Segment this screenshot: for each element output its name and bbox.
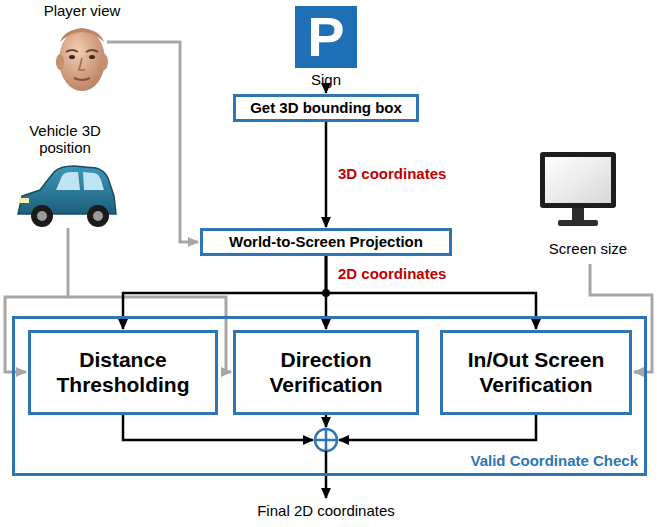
sign-label: Sign (273, 70, 379, 90)
parking-sign: PSign (293, 6, 359, 92)
connector-arrow (325, 92, 328, 93)
process-box: In/Out Screen Verification (440, 330, 632, 415)
input-wire (107, 42, 198, 242)
connector-arrow (325, 122, 328, 227)
process-box: Direction Verification (233, 330, 419, 415)
head-icon (56, 28, 108, 91)
figure-label: Screen size (528, 240, 648, 257)
group-box: Valid Coordinate Check Distance Threshold… (12, 316, 647, 476)
figure-label: Final 2D coordinates (216, 502, 436, 519)
sign-letter: P (295, 6, 357, 68)
monitor-icon (540, 152, 616, 226)
car-icon (18, 166, 116, 227)
process-box: Distance Thresholding (28, 330, 218, 415)
merge-wire (325, 415, 328, 427)
box-text: Get 3D bounding box (244, 99, 408, 116)
merge-wire (339, 415, 536, 440)
box-text: World-to-Screen Projection (223, 233, 429, 250)
figure-label: Vehicle 3D position (15, 122, 115, 156)
process-box: Get 3D bounding box (233, 94, 419, 122)
sum-symbol (315, 429, 337, 451)
merge-wire (123, 415, 313, 440)
edge-label: 2D coordinates (336, 265, 448, 282)
figure-label: Player view (22, 2, 142, 19)
box-text: In/Out Screen Verification (443, 348, 629, 396)
box-text: Direction Verification (236, 348, 416, 396)
group-title: Valid Coordinate Check (470, 452, 638, 469)
process-box: World-to-Screen Projection (200, 228, 452, 256)
box-text: Distance Thresholding (31, 348, 215, 396)
edge-label: 3D coordinates (336, 165, 448, 182)
